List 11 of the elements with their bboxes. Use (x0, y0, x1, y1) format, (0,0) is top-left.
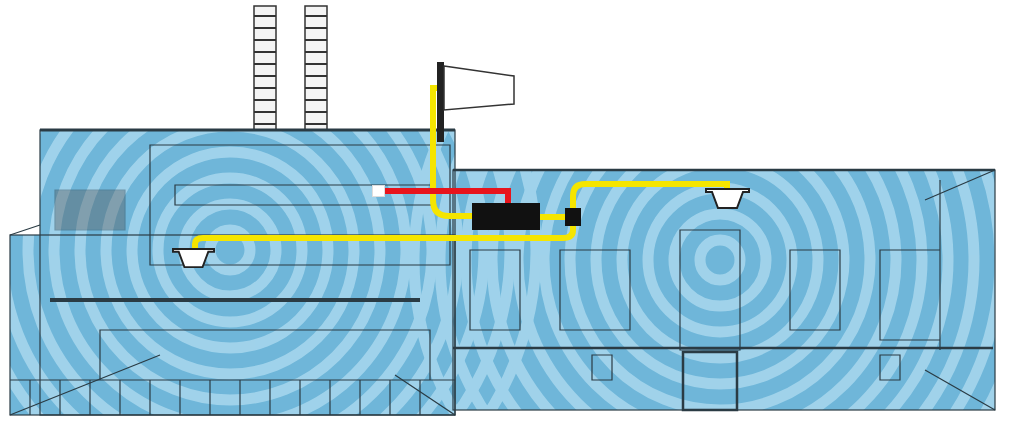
cable (192, 226, 576, 248)
dome-antenna-icon (172, 248, 215, 269)
dome-antenna-icon (705, 188, 750, 210)
cable (540, 214, 565, 220)
power-supply-box (372, 185, 385, 197)
cable (385, 188, 511, 203)
outdoor-antenna-drawing (437, 60, 517, 142)
cable (430, 85, 472, 219)
cable (570, 181, 730, 208)
booster-box (472, 203, 540, 230)
splitter-box (565, 208, 581, 226)
